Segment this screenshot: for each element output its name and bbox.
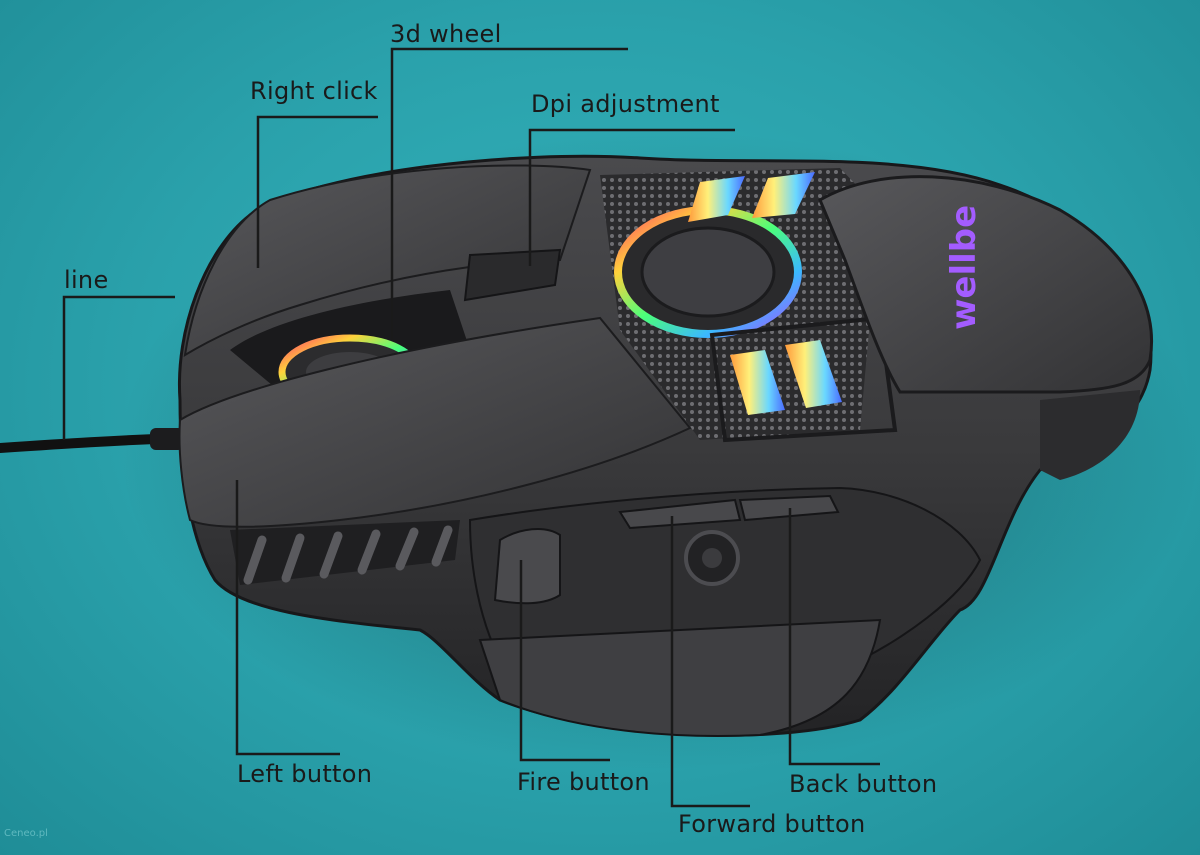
right-grip <box>1040 390 1140 480</box>
palm-rest <box>818 175 1153 394</box>
label-left-button: Left button <box>237 760 373 788</box>
leader-forward-button <box>670 516 750 808</box>
front-flap <box>478 618 882 737</box>
leader-lines <box>62 47 880 808</box>
leader-back-button <box>788 508 880 766</box>
forward-side-button <box>618 498 742 530</box>
rgb-stripes-top <box>688 172 815 222</box>
brand-logo-text: wellbe <box>944 205 984 330</box>
label-right-click: Right click <box>250 77 378 105</box>
brand-logo: wellbe <box>944 205 984 330</box>
label-3d-wheel: 3d wheel <box>390 20 502 48</box>
watermark: Ceneo.pl <box>4 828 48 839</box>
leader-left-button <box>235 480 340 756</box>
label-line: line <box>64 266 109 294</box>
left-button-panel <box>178 316 692 528</box>
rgb-stripes-lower <box>709 315 898 443</box>
label-fire-button: Fire button <box>517 768 650 796</box>
leader-3d-wheel <box>390 47 628 340</box>
right-click-panel <box>183 164 592 357</box>
label-dpi-adjustment: Dpi adjustment <box>531 90 720 118</box>
label-forward-button: Forward button <box>678 810 866 838</box>
leader-fire-button <box>519 560 610 762</box>
leader-right-click <box>256 115 378 268</box>
fire-button <box>493 528 561 605</box>
cable-strain-relief <box>150 428 184 450</box>
side-vents <box>230 520 460 585</box>
leader-line <box>62 295 175 440</box>
label-back-button: Back button <box>789 770 938 798</box>
leader-dpi <box>528 128 735 266</box>
